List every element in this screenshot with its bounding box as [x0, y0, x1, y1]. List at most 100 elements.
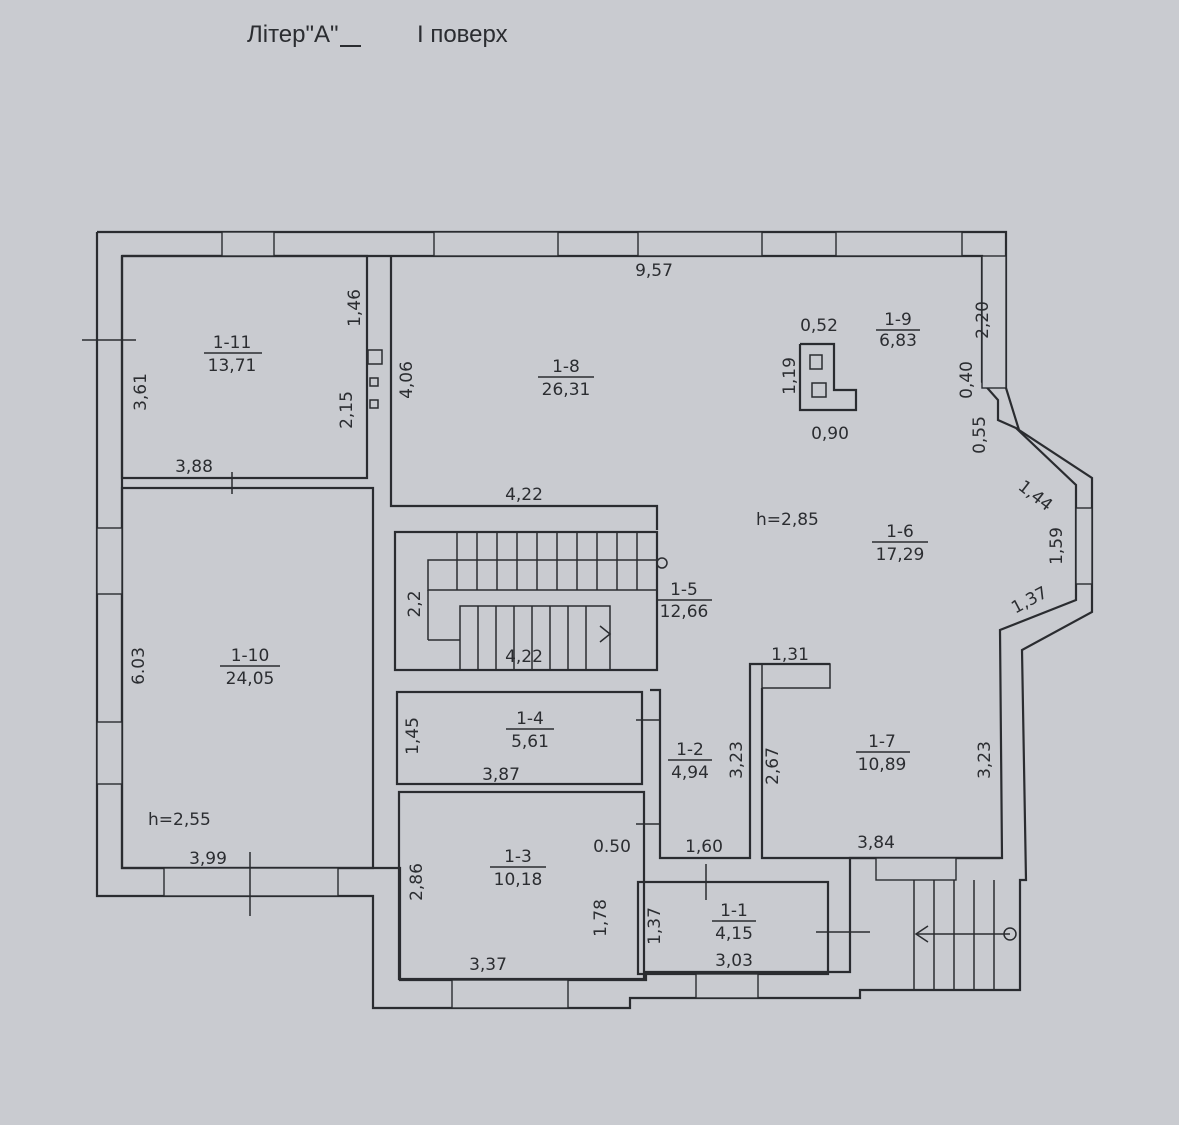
- svg-text:26,31: 26,31: [542, 380, 591, 400]
- stair-lower-flight: [459, 605, 611, 671]
- window-left-2: [96, 721, 123, 785]
- dim-9-57: 9,57: [635, 261, 673, 281]
- floor-title: І поверх: [417, 21, 508, 48]
- dim-3-99: 3,99: [189, 849, 227, 869]
- window-bottom-4: [875, 857, 957, 881]
- room-label-1-2: 1-2 4,94: [668, 740, 712, 783]
- room-label-1-1: 1-1 4,15: [712, 901, 756, 944]
- dim-2-15: 2,15: [337, 391, 357, 429]
- room-label-1-5: 1-5 12,66: [656, 580, 712, 622]
- svg-text:10,89: 10,89: [858, 755, 907, 775]
- dim-3-37: 3,37: [469, 955, 507, 975]
- stair-start-mark: [656, 557, 668, 569]
- dim-0-52: 0,52: [800, 316, 838, 336]
- svg-text:4,94: 4,94: [671, 763, 709, 783]
- liter-title: Літер"А": [247, 21, 339, 48]
- svg-text:1-6: 1-6: [886, 522, 914, 542]
- dim-1-44: 1,44: [1014, 477, 1056, 516]
- room-label-1-10: 1-10 24,05: [220, 646, 280, 689]
- height-label-main: h=2,85: [756, 510, 819, 530]
- dim-1-78: 1,78: [591, 899, 611, 937]
- room-label-1-6: 1-6 17,29: [872, 522, 928, 565]
- room-label-1-3: 1-3 10,18: [490, 847, 546, 890]
- dim-3-03: 3,03: [715, 951, 753, 971]
- dim-4-22-top: 4,22: [505, 485, 543, 505]
- room-1-4-wall: [395, 690, 644, 786]
- window-top-3: [637, 231, 763, 257]
- svg-text:1-8: 1-8: [552, 357, 580, 377]
- dim-2-20: 2,20: [973, 301, 993, 339]
- height-label-1-10: h=2,55: [148, 810, 211, 830]
- entrance-steps: [913, 880, 1010, 990]
- room-label-1-4: 1-4 5,61: [506, 709, 554, 752]
- dim-3-87: 3,87: [482, 765, 520, 785]
- svg-text:1-1: 1-1: [720, 901, 748, 921]
- window-left-1: [96, 527, 123, 595]
- svg-text:1-4: 1-4: [516, 709, 544, 729]
- room-label-1-9: 1-9 6,83: [876, 310, 920, 351]
- window-right-2: [1075, 507, 1093, 585]
- window-right-1: [981, 255, 1007, 389]
- svg-text:1-9: 1-9: [884, 310, 912, 330]
- stair-arrow: [599, 625, 612, 643]
- flue-small-1: [369, 377, 379, 387]
- dim-3-23-corridor: 3,23: [727, 741, 747, 779]
- svg-text:13,71: 13,71: [208, 356, 257, 376]
- window-top-1: [221, 231, 275, 257]
- window-top-2: [433, 231, 559, 257]
- svg-text:1-2: 1-2: [676, 740, 704, 760]
- entrance-mark: [1003, 927, 1017, 941]
- room-1-7-duct: [761, 663, 831, 689]
- svg-text:17,29: 17,29: [876, 545, 925, 565]
- chimney-flue-2: [811, 382, 827, 398]
- window-bottom-1: [163, 867, 339, 897]
- window-bottom-2: [451, 979, 569, 1009]
- svg-text:4,15: 4,15: [715, 924, 753, 944]
- dim-6-03: 6.03: [129, 647, 149, 685]
- svg-text:6,83: 6,83: [879, 331, 917, 351]
- dim-0-90: 0,90: [811, 424, 849, 444]
- dim-1-37-entry: 1,37: [645, 907, 665, 945]
- dim-3-23-right: 3,23: [975, 741, 995, 779]
- stair-upper-flight: [427, 532, 658, 641]
- svg-text:10,18: 10,18: [494, 870, 543, 890]
- dim-1-31: 1,31: [771, 645, 809, 665]
- dim-1-45: 1,45: [403, 717, 423, 755]
- svg-text:1-11: 1-11: [213, 333, 252, 353]
- room-1-3-wall: [397, 790, 646, 981]
- svg-text:1-7: 1-7: [868, 732, 896, 752]
- dim-1-60: 1,60: [685, 837, 723, 857]
- dim-4-06: 4,06: [397, 361, 417, 399]
- dim-0-55: 0,55: [970, 416, 990, 454]
- room-label-1-7: 1-7 10,89: [856, 732, 910, 775]
- flue-square: [367, 349, 383, 365]
- dim-1-59: 1,59: [1047, 527, 1067, 565]
- room-label-1-8: 1-8 26,31: [538, 357, 594, 400]
- dim-0-40: 0,40: [957, 361, 977, 399]
- dim-4-22-stair: 4,22: [505, 647, 543, 667]
- svg-text:1-3: 1-3: [504, 847, 532, 867]
- dim-2-2: 2,2: [405, 590, 425, 617]
- svg-text:5,61: 5,61: [511, 732, 549, 752]
- room-label-1-11: 1-11 13,71: [204, 333, 262, 376]
- chimney-block: [798, 342, 858, 412]
- chimney-flue-1: [809, 354, 823, 370]
- svg-text:12,66: 12,66: [660, 602, 709, 622]
- svg-text:1-5: 1-5: [670, 580, 698, 600]
- dim-3-88: 3,88: [175, 457, 213, 477]
- flue-small-2: [369, 399, 379, 409]
- dim-1-19: 1,19: [780, 357, 800, 395]
- dim-2-86: 2,86: [407, 863, 427, 901]
- dim-2-67: 2,67: [763, 747, 783, 785]
- outer-wall-outer: [95, 230, 1094, 1010]
- dim-3-61: 3,61: [131, 373, 151, 411]
- svg-text:24,05: 24,05: [226, 669, 275, 689]
- room-1-8-wall: [389, 256, 659, 530]
- dim-3-84: 3,84: [857, 833, 895, 853]
- svg-text:1-10: 1-10: [231, 646, 270, 666]
- dim-0-50: 0.50: [593, 837, 631, 857]
- window-bottom-3: [695, 973, 759, 999]
- dim-1-46: 1,46: [345, 289, 365, 327]
